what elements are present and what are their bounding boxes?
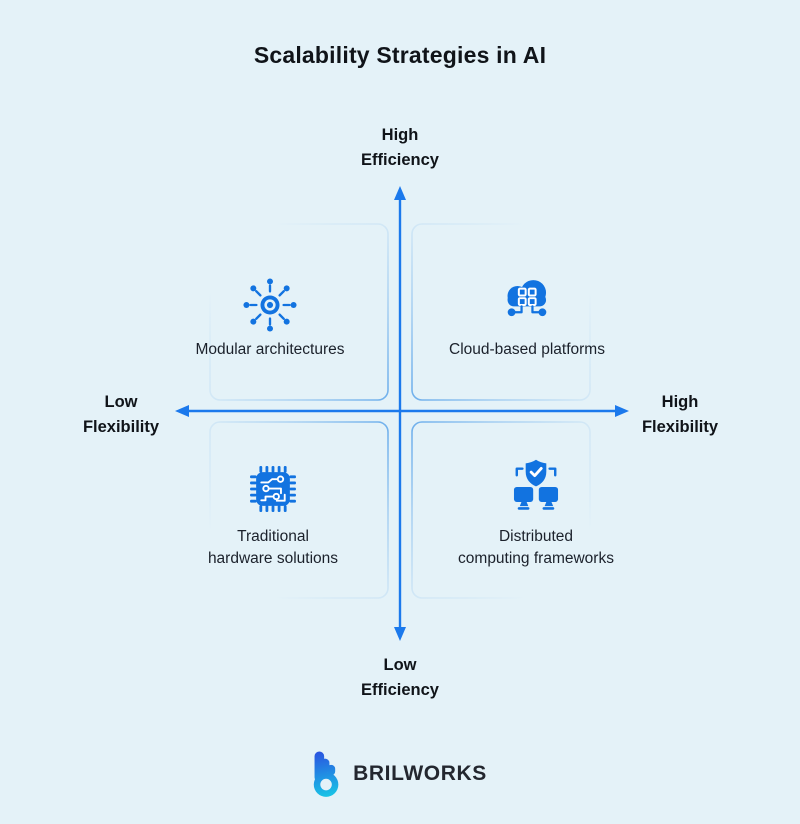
page-title: Scalability Strategies in AI — [253, 42, 547, 68]
axis-label-line: High — [661, 393, 699, 411]
axis-label-line: Efficiency — [361, 151, 439, 169]
quadrant-label-line: computing frameworks — [458, 549, 614, 567]
quadrant-label-line: Distributed — [498, 528, 574, 545]
circuit-chip-icon — [250, 466, 296, 512]
axis-label-line: Low — [383, 656, 417, 674]
frame-top-left — [209, 223, 389, 401]
frame-bottom-left — [209, 421, 389, 599]
quadrant-label-line: Traditional — [237, 528, 309, 545]
frame-bottom-right — [411, 421, 591, 599]
axis-label-line: Efficiency — [361, 681, 439, 699]
axis-label-high-efficiency: High Efficiency — [320, 123, 480, 173]
brand-footer: BRILWORKS — [0, 746, 800, 802]
axis-label-high-flexibility: High Flexibility — [600, 390, 760, 440]
frame-top-right — [411, 223, 591, 401]
arrow-right-icon — [615, 405, 629, 417]
quadrant-label-line: hardware solutions — [207, 549, 339, 567]
brilworks-logo-icon — [313, 751, 339, 797]
quadrant-label-cloud-based-platforms: Cloud-based platforms — [402, 339, 652, 361]
quadrant-label-traditional-hardware: Traditional hardware solutions — [148, 526, 398, 569]
axis-label-low-efficiency: Low Efficiency — [320, 653, 480, 703]
brand-name: BRILWORKS — [353, 762, 487, 785]
secure-distributed-computers-icon — [513, 459, 559, 510]
modular-network-icon — [243, 278, 297, 332]
axis-label-line: High — [381, 126, 419, 144]
arrow-left-icon — [175, 405, 189, 417]
axis-label-line: Flexibility — [641, 418, 719, 436]
arrow-down-icon — [394, 627, 406, 641]
quadrant-frames — [209, 223, 591, 599]
axis-label-line: Low — [104, 393, 138, 411]
axis-arrows — [175, 186, 629, 641]
axis-label-low-flexibility: Low Flexibility — [41, 390, 201, 440]
quadrant-label-line: Cloud-based platforms — [449, 341, 605, 358]
cloud-platform-icon — [507, 280, 547, 317]
arrow-up-icon — [394, 186, 406, 200]
quadrant-label-line: Modular architectures — [195, 341, 345, 358]
quadrant-label-modular-architectures: Modular architectures — [145, 339, 395, 361]
quadrant-label-distributed-computing: Distributed computing frameworks — [411, 526, 661, 569]
axis-label-line: Flexibility — [82, 418, 160, 436]
